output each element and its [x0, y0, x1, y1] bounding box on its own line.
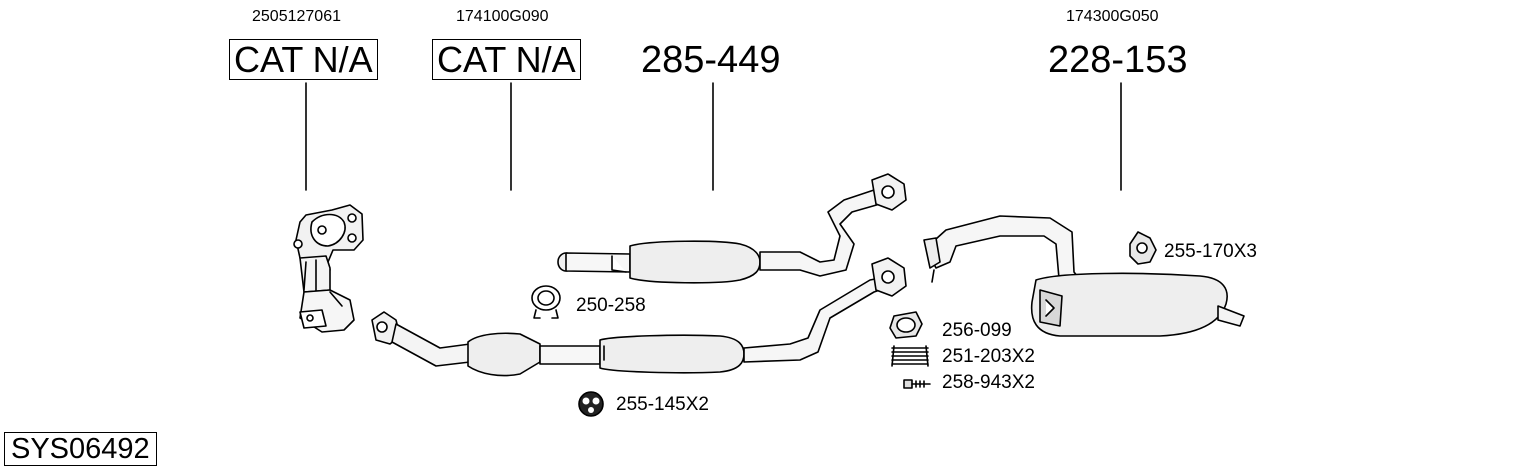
center-pipe-drawing	[557, 173, 907, 284]
manifold-cat-drawing	[293, 204, 364, 333]
front-cat-label: CAT N/A	[432, 39, 581, 80]
manifold-cat-label: CAT N/A	[229, 39, 378, 80]
bolt-label: 258-943X2	[942, 372, 1035, 393]
rear-silencer-label: 228-153	[1048, 39, 1188, 81]
system-id-label: SYS06492	[4, 432, 157, 466]
rubber-mount-rear-label: 255-170X3	[1164, 241, 1257, 262]
manifold-cat-code: 2505127061	[252, 8, 341, 25]
front-cat-code: 174100G090	[456, 8, 549, 25]
rubber-mount-rear-icon	[1129, 231, 1157, 265]
clamp-label: 250-258	[576, 295, 646, 316]
front-cat-pipe-drawing	[371, 257, 907, 377]
rubber-mount-round-icon	[578, 391, 604, 417]
spring-label: 251-203X2	[942, 346, 1035, 367]
rear-silencer-drawing	[923, 215, 1245, 337]
rear-silencer-code: 174300G050	[1066, 8, 1159, 25]
rubber-mount-round-label: 255-145X2	[616, 394, 709, 415]
spring-icon	[891, 345, 929, 367]
bolt-icon	[903, 379, 931, 389]
center-pipe-label: 285-449	[641, 39, 781, 81]
gasket-label: 256-099	[942, 320, 1012, 341]
gasket-icon	[889, 311, 923, 339]
clamp-icon	[531, 285, 561, 319]
